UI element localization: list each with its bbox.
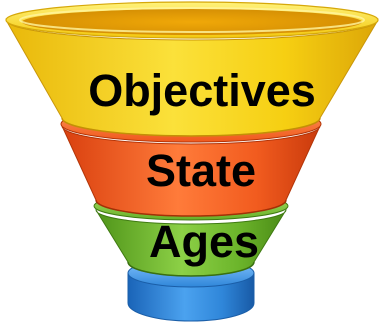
funnel-label-objectives: Objectives bbox=[88, 65, 316, 116]
funnel-label-ages: Ages bbox=[149, 216, 259, 267]
funnel-stage-1 bbox=[5, 1, 379, 137]
funnel-label-state: State bbox=[146, 145, 256, 196]
